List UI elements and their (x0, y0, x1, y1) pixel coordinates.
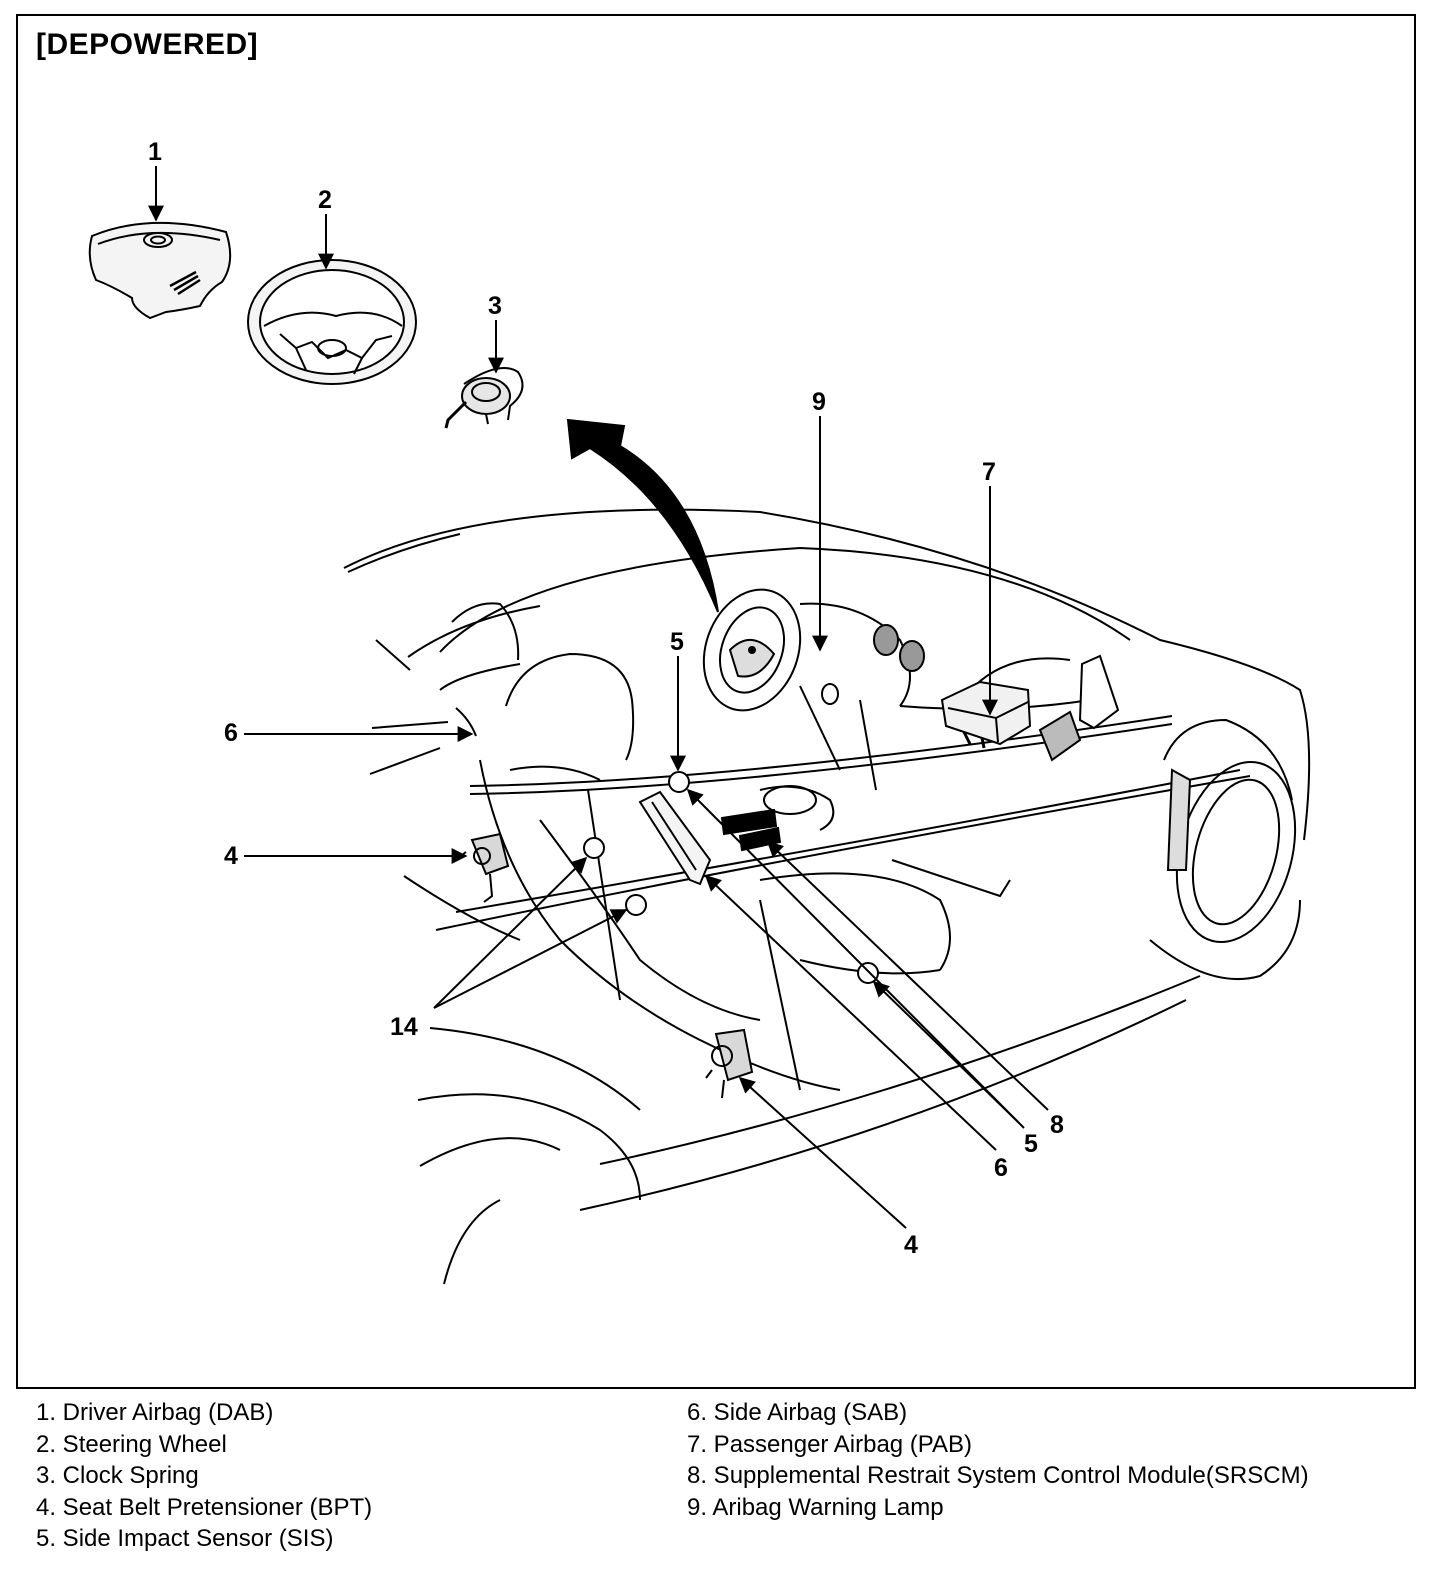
callout-14-label: 14 (390, 1013, 418, 1041)
dashboard-illustration (702, 588, 1091, 791)
callout-6-bottom-label: 6 (994, 1154, 1008, 1182)
legend-item-9: 9. Aribag Warning Lamp (687, 1493, 944, 1521)
seat-belt-pretensioner-left-illustration (457, 832, 510, 903)
callout-3-label: 3 (488, 292, 502, 320)
steering-wheel-illustration (247, 259, 417, 385)
seat-belt-pretensioner-lower-illustration (705, 1028, 754, 1099)
legend-item-8: 8. Supplemental Restrait System Control … (687, 1462, 1309, 1489)
callout-5-top-label: 5 (670, 628, 684, 656)
callout-9-label: 9 (812, 388, 826, 416)
callout-5-right-label: 5 (1024, 1130, 1038, 1158)
clock-spring-illustration (444, 367, 524, 429)
diagram-frame (16, 14, 1416, 1389)
callout-8-label: 8 (1050, 1111, 1064, 1139)
legend-item-7: 7. Passenger Airbag (PAB) (687, 1430, 973, 1458)
door-mirror-illustration (1038, 654, 1192, 871)
callout-2-label: 2 (318, 186, 332, 214)
diagram-heading: [DEPOWERED] (36, 28, 259, 61)
legend-left-column: 1. Driver Airbag (DAB) 2. Steering Wheel… (36, 1397, 372, 1555)
srscm-module-illustration (720, 785, 817, 852)
legend-right-column: 6. Side Airbag (SAB) 7. Passenger Airbag… (687, 1397, 1309, 1523)
callout-1-label: 1 (148, 138, 162, 166)
large-pointer-arrow (566, 418, 719, 613)
callout-4-bottom-label: 4 (904, 1231, 918, 1259)
legend-item-2: 2. Steering Wheel (36, 1430, 227, 1458)
component-markers (583, 771, 879, 984)
callout-7-label: 7 (982, 458, 996, 486)
driver-seat-illustration (451, 602, 761, 1021)
callout-4-left-label: 4 (224, 842, 238, 870)
legend-item-5: 5. Side Impact Sensor (SIS) (36, 1525, 334, 1552)
callout-6-left-label: 6 (224, 719, 238, 747)
legend-item-1: 1. Driver Airbag (DAB) (36, 1399, 274, 1426)
legend-item-6: 6. Side Airbag (SAB) (687, 1399, 908, 1426)
driver-airbag-module-illustration (88, 221, 232, 320)
legend-item-3: 3. Clock Spring (36, 1462, 199, 1489)
leader-lines (148, 166, 1049, 1229)
side-airbag-illustration (455, 707, 712, 886)
legend-item-4: 4. Seat Belt Pretensioner (BPT) (36, 1493, 373, 1521)
